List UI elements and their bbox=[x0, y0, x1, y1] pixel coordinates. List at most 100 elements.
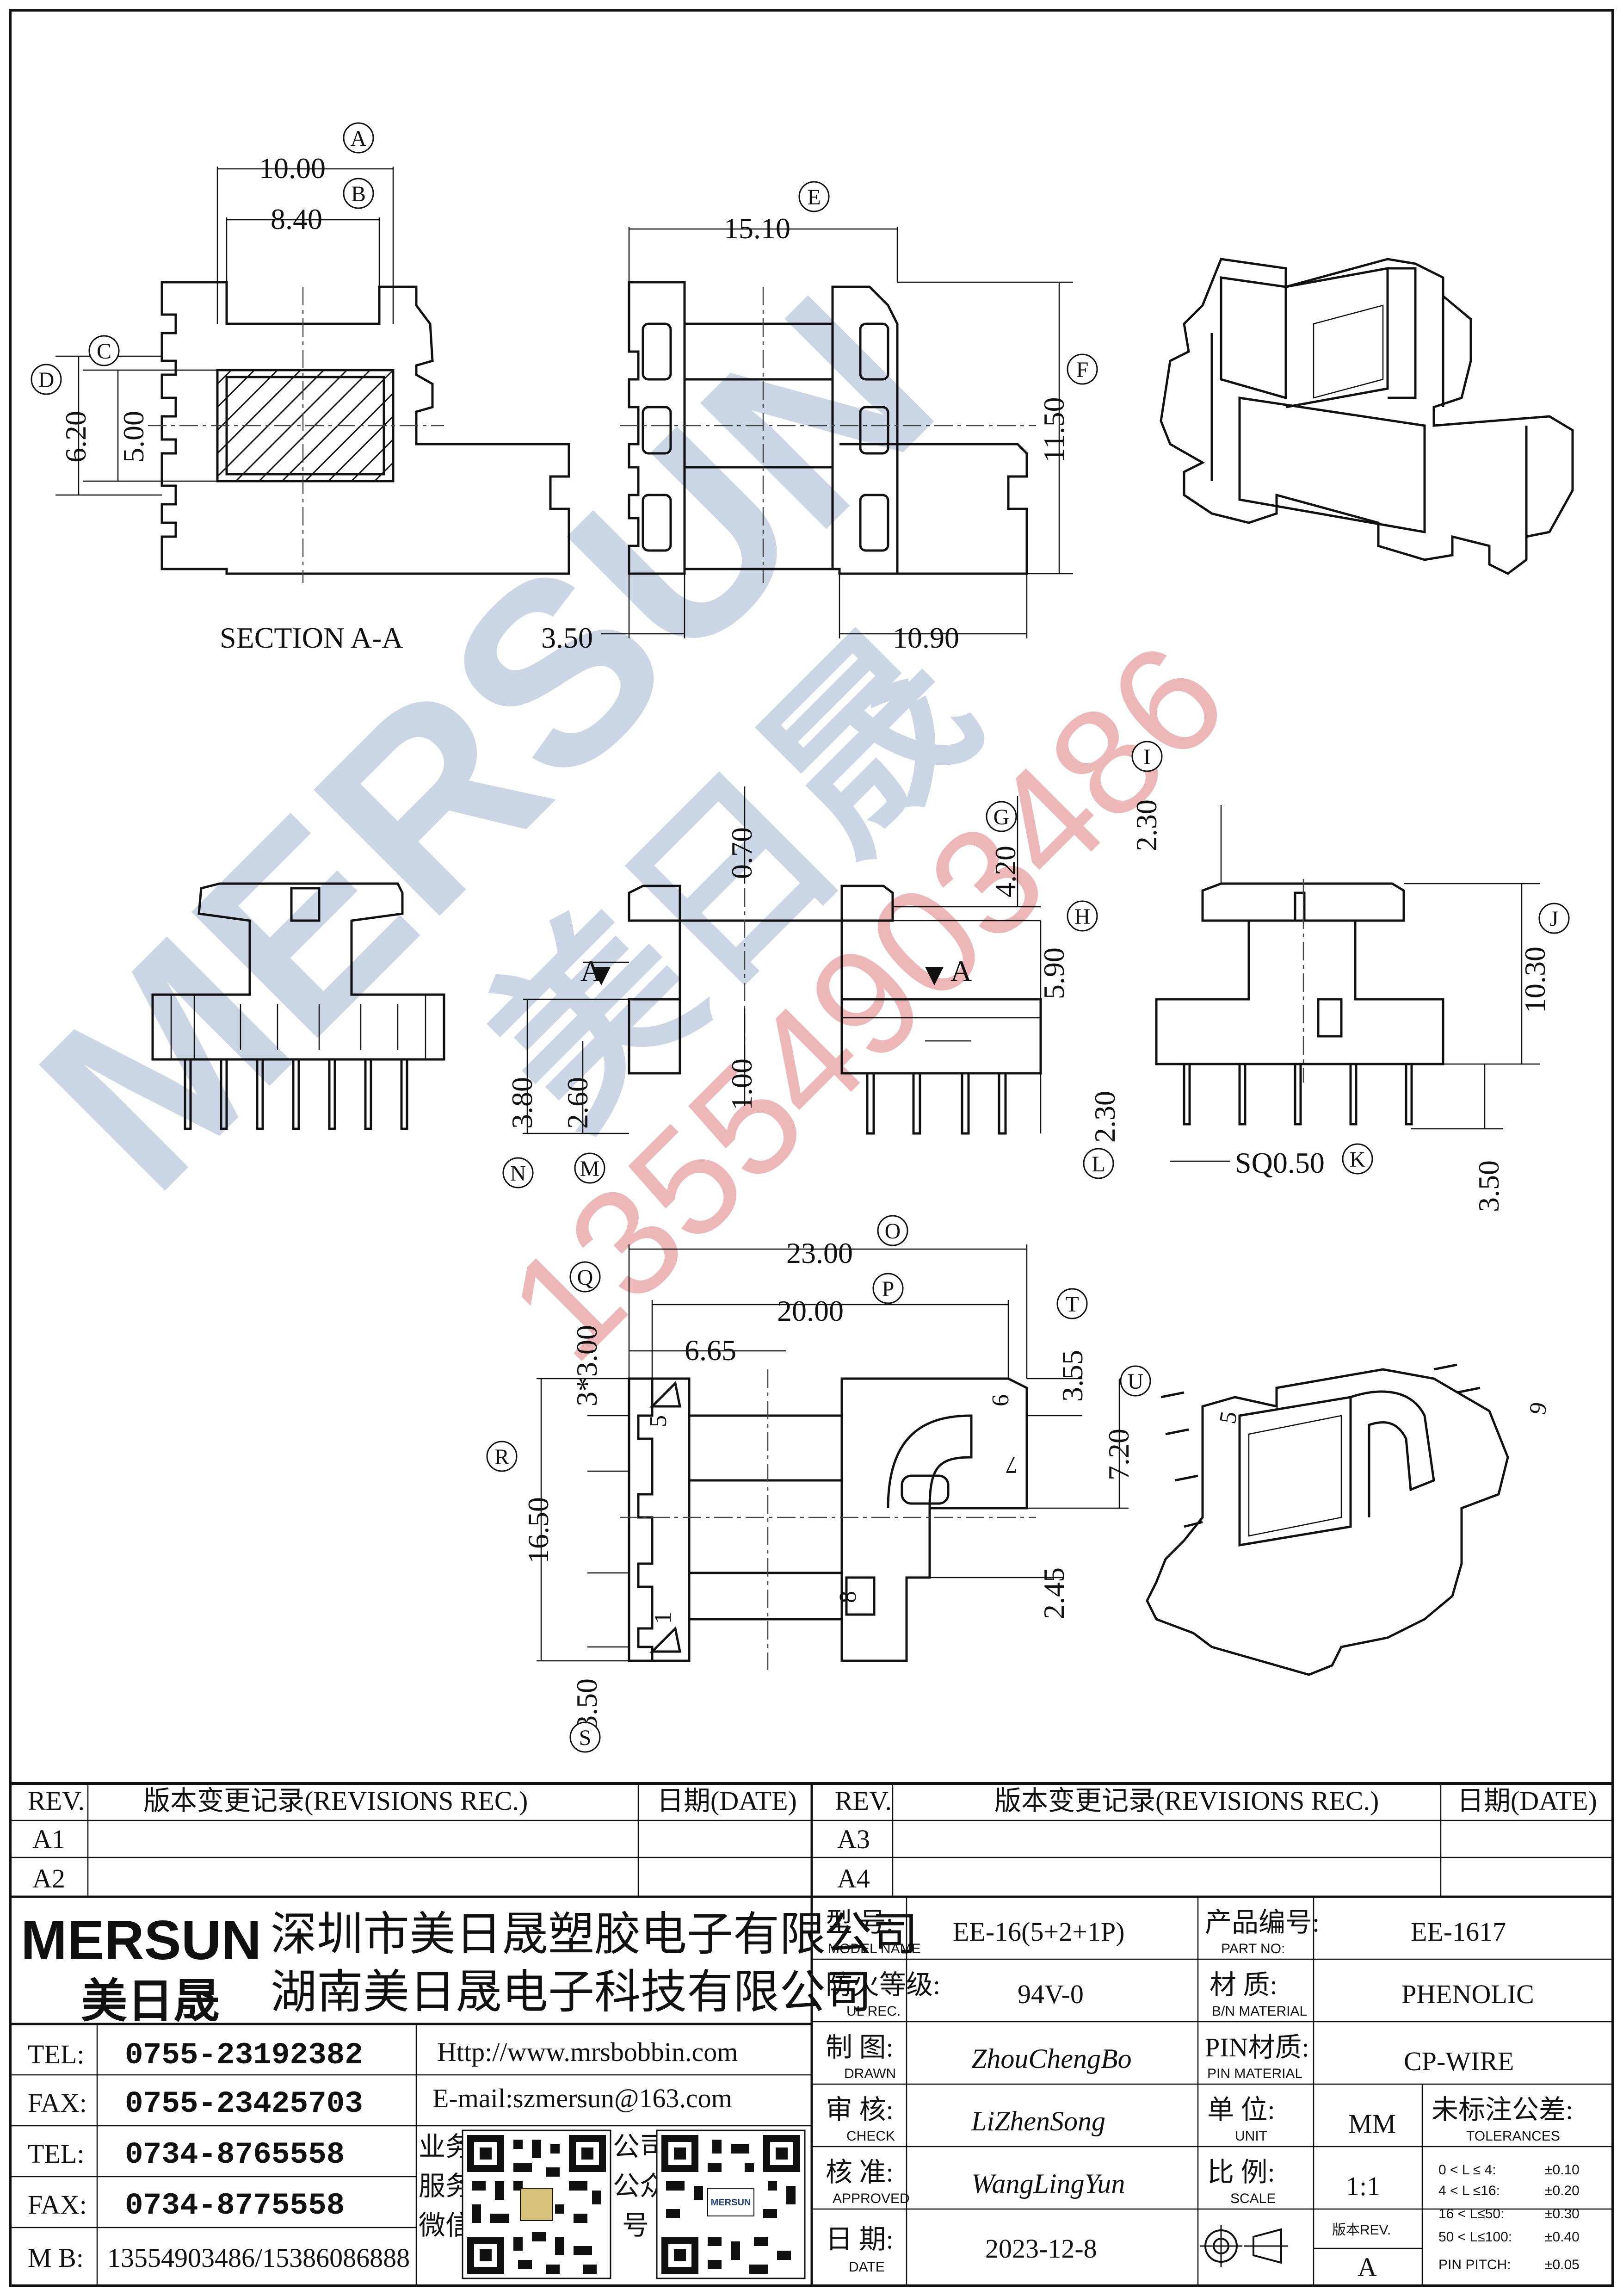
spec-approved-sub: APPROVED bbox=[833, 2191, 910, 2206]
tol-3-range: 50 < L≤100: bbox=[1438, 2229, 1512, 2245]
callout-g: G bbox=[986, 801, 1017, 832]
dim-mid-100: 1.00 bbox=[725, 1058, 758, 1110]
rev-right-row-a3: A3 bbox=[837, 1824, 870, 1854]
svg-text:O: O bbox=[885, 1219, 901, 1244]
tol-0-range: 0 < L ≤ 4: bbox=[1438, 2162, 1496, 2178]
revision-table-left: REV. 版本变更记录(REVISIONS REC.) 日期(DATE) A1 … bbox=[10, 1783, 812, 1898]
pin-8: 8 bbox=[835, 1591, 861, 1603]
revision-table-right: REV. 版本变更记录(REVISIONS REC.) 日期(DATE) A3 … bbox=[812, 1783, 1613, 1898]
spec-unit: MM bbox=[1348, 2109, 1396, 2139]
contact-1-value: 0755-23425703 bbox=[125, 2086, 363, 2121]
callout-k: K bbox=[1342, 1143, 1373, 1175]
company-block: MERSUN 美日晟 深圳市美日晟塑胶电子有限公司 湖南美日晟电子科技有限公司 bbox=[10, 1907, 918, 2028]
dim-r: 16.50 bbox=[522, 1497, 555, 1564]
qr-code-official: MERSUN bbox=[656, 2129, 806, 2279]
tol-0-value: ±0.10 bbox=[1545, 2162, 1580, 2178]
company-name-2: 湖南美日晟电子科技有限公司 bbox=[271, 1965, 872, 2019]
rev-right-row-a4: A4 bbox=[837, 1863, 870, 1894]
contact-2-label: TEL: bbox=[28, 2139, 84, 2169]
spec-tol-label: 未标注公差: bbox=[1432, 2095, 1573, 2125]
spec-pin-sub: PIN MATERIAL bbox=[1207, 2066, 1302, 2081]
spec-model-sub: MODEL NAME bbox=[828, 1941, 921, 1956]
contacts-block: TEL: 0755-23192382 FAX: 0755-23425703 TE… bbox=[10, 2024, 812, 2286]
tolerance-table: 0 < L ≤ 4: ±0.10 4 < L ≤16: ±0.20 16 < L… bbox=[1438, 2162, 1580, 2272]
dim-q2: 6.65 bbox=[685, 1334, 736, 1367]
spec-date-sub: DATE bbox=[849, 2259, 885, 2275]
dim-pin-len: 3.50 bbox=[1472, 1160, 1505, 1212]
dim-left-pin: 3.50 bbox=[541, 621, 593, 654]
spec-part-label: 产品编号: bbox=[1205, 1907, 1320, 1937]
spec-pin: CP-WIRE bbox=[1404, 2046, 1514, 2076]
rev-left-header-rev: REV. bbox=[28, 1786, 85, 1816]
svg-text:S: S bbox=[579, 1726, 592, 1750]
spec-grid: 型 号: MODEL NAME EE-16(5+2+1P) 产品编号: PART… bbox=[812, 1897, 1613, 2286]
svg-text:N: N bbox=[510, 1161, 526, 1186]
spec-approved-label: 核 准: bbox=[826, 2157, 894, 2187]
spec-date: 2023-12-8 bbox=[985, 2234, 1097, 2264]
projection-symbol-icon bbox=[1200, 2225, 1288, 2267]
spec-approved: WangLingYun bbox=[971, 2168, 1125, 2199]
spec-ul: 94V-0 bbox=[1018, 1979, 1084, 2009]
iso-pin-5: 5 bbox=[1215, 1410, 1243, 1426]
callout-c: C bbox=[88, 335, 120, 366]
view-iso-top bbox=[1160, 258, 1574, 575]
contact-3-value: 0734-8775558 bbox=[125, 2188, 345, 2223]
spec-check-label: 审 核: bbox=[826, 2095, 894, 2125]
spec-tol-sub: TOLERANCES bbox=[1466, 2129, 1560, 2144]
svg-text:J: J bbox=[1550, 907, 1559, 931]
spec-drawn-sub: DRAWN bbox=[844, 2066, 896, 2081]
dim-q: 3*3.00 bbox=[570, 1325, 603, 1406]
qr-official-label-3: 号 bbox=[622, 2210, 649, 2240]
section-label: SECTION A-A bbox=[220, 621, 403, 654]
svg-text:I: I bbox=[1143, 745, 1151, 769]
contact-4-value: 13554903486/15386086888 bbox=[107, 2243, 410, 2273]
dim-right-flange: 10.90 bbox=[893, 621, 959, 654]
tol-4-range: PIN PITCH: bbox=[1438, 2257, 1511, 2272]
contact-2-value: 0734-8765558 bbox=[125, 2137, 345, 2172]
callout-q: Q bbox=[569, 1261, 601, 1293]
callout-i: I bbox=[1131, 741, 1163, 772]
callout-letters: A B C D E F G H I J K L M N O P Q R S T … bbox=[31, 122, 1570, 1753]
title-block: REV. 版本变更记录(REVISIONS REC.) 日期(DATE) A1 … bbox=[10, 1782, 1613, 2286]
spec-part-sub: PART NO: bbox=[1221, 1941, 1285, 1956]
callout-e: E bbox=[798, 181, 830, 212]
dim-f: 11.50 bbox=[1037, 397, 1070, 463]
view-iso-bottom: 5 9 bbox=[1146, 1363, 1552, 1676]
tol-2-value: ±0.30 bbox=[1545, 2206, 1580, 2222]
svg-text:K: K bbox=[1350, 1147, 1366, 1172]
callout-t: T bbox=[1056, 1288, 1088, 1319]
spec-mat: PHENOLIC bbox=[1401, 1979, 1534, 2009]
rev-left-row-a2: A2 bbox=[32, 1863, 65, 1894]
email: E-mail:szmersun@163.com bbox=[432, 2083, 732, 2113]
callout-n: N bbox=[502, 1157, 534, 1188]
spec-scale-sub: SCALE bbox=[1230, 2191, 1276, 2206]
dim-i: 2.30 bbox=[1130, 799, 1163, 851]
dim-k: SQ0.50 bbox=[1235, 1146, 1325, 1179]
svg-text:G: G bbox=[994, 805, 1010, 829]
svg-text:B: B bbox=[351, 182, 366, 206]
svg-text:U: U bbox=[1128, 1369, 1144, 1394]
qr-code-business bbox=[462, 2129, 611, 2279]
rev-left-header-date: 日期(DATE) bbox=[657, 1786, 797, 1816]
dim-j: 10.30 bbox=[1518, 947, 1551, 1013]
tol-1-range: 4 < L ≤16: bbox=[1438, 2183, 1500, 2198]
contact-4-label: M B: bbox=[28, 2243, 84, 2273]
svg-text:M: M bbox=[580, 1157, 600, 1181]
spec-part: EE-1617 bbox=[1411, 1917, 1506, 1947]
dim-t: 3.55 bbox=[1056, 1350, 1089, 1402]
rev-right-header-rev: REV. bbox=[835, 1786, 892, 1816]
spec-drawn: ZhouChengBo bbox=[971, 2043, 1132, 2074]
spec-drawn-label: 制 图: bbox=[826, 2032, 894, 2062]
spec-model-label: 型 号: bbox=[826, 1907, 894, 1937]
dim-c: 5.00 bbox=[117, 411, 150, 463]
qr-official-logo: MERSUN bbox=[711, 2197, 751, 2208]
svg-text:E: E bbox=[807, 185, 821, 210]
spec-mat-label: 材 质: bbox=[1210, 1970, 1277, 2000]
dim-e: 15.10 bbox=[724, 212, 790, 245]
rev-right-header-rec: 版本变更记录(REVISIONS REC.) bbox=[994, 1786, 1379, 1816]
dim-h: 5.90 bbox=[1037, 947, 1070, 999]
callout-r: R bbox=[486, 1441, 518, 1472]
svg-text:P: P bbox=[882, 1277, 895, 1301]
dim-g: 4.20 bbox=[989, 846, 1022, 897]
contact-0-value: 0755-23192382 bbox=[125, 2038, 363, 2073]
